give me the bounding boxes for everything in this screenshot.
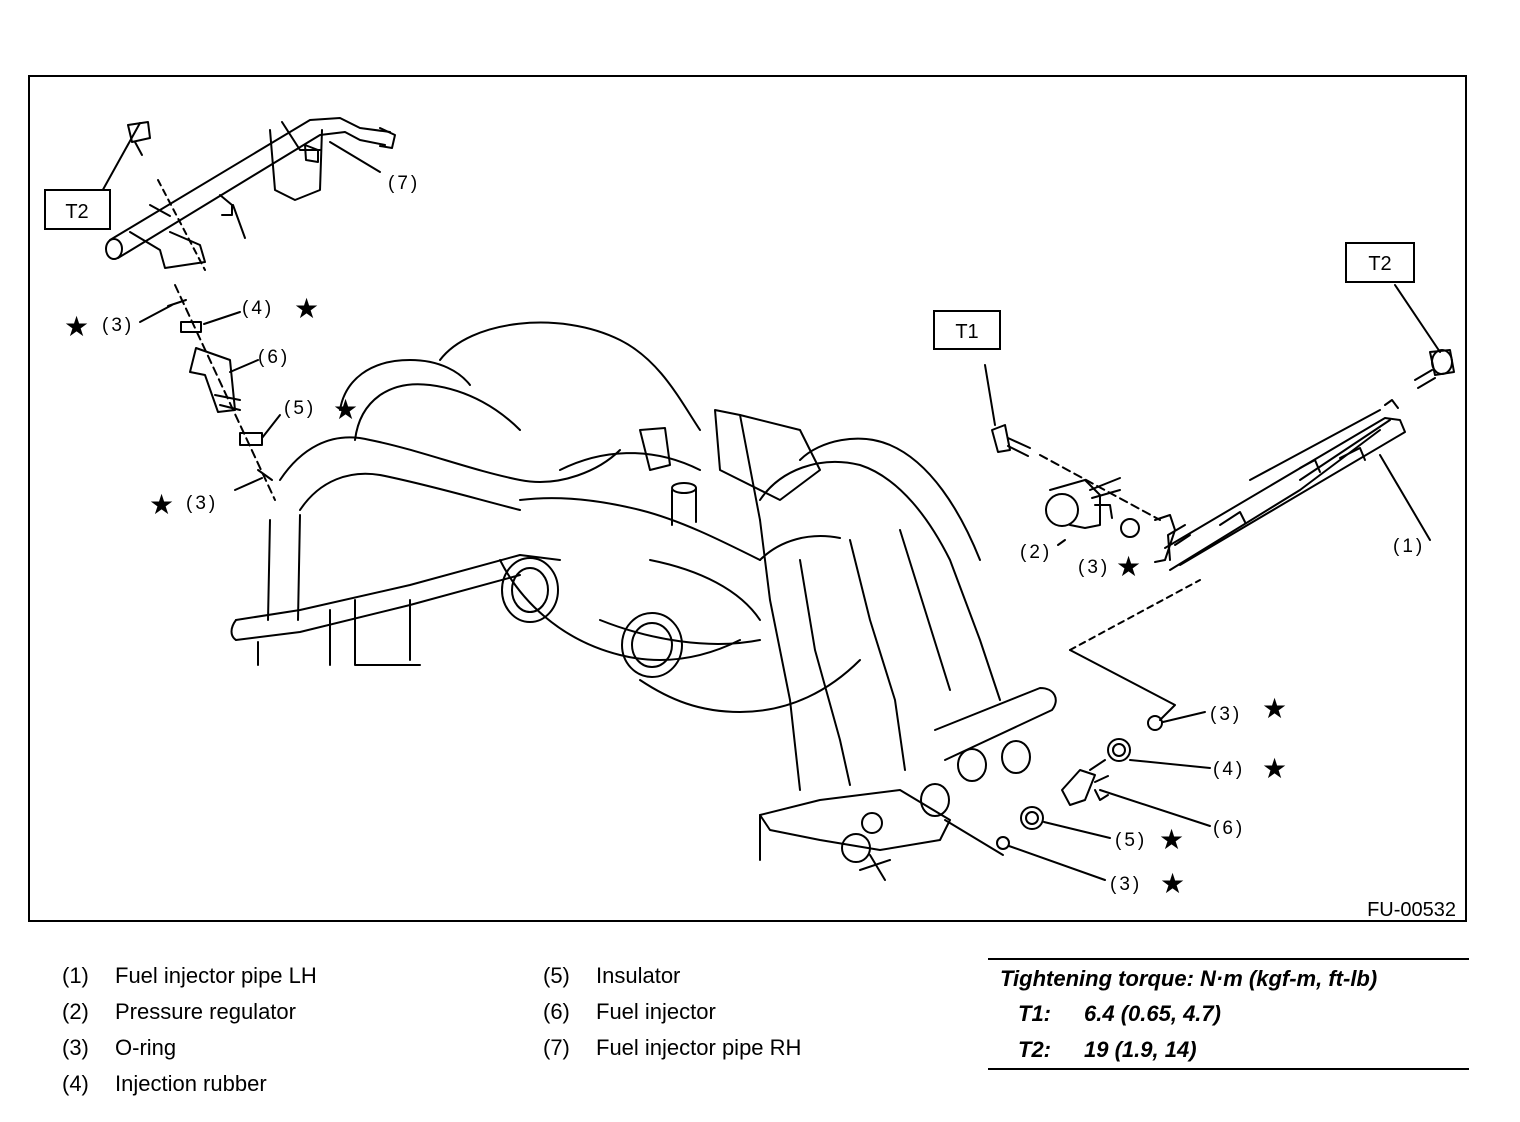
torque-box-t2-left: T2: [44, 189, 111, 230]
star-marker: ★: [1159, 823, 1184, 856]
torque-table-header: Tightening torque: N·m (kgf-m, ft-lb): [1000, 966, 1378, 991]
figure-frame: [28, 75, 1467, 922]
legend-item: (5)Insulator: [543, 963, 681, 988]
star-marker: ★: [1116, 550, 1141, 583]
callout-2-right: (2): [1020, 542, 1052, 563]
intake-manifold: [230, 321, 1057, 881]
callout-5-left: (5): [284, 398, 316, 419]
star-marker: ★: [294, 292, 319, 325]
torque-row-t1: T1:6.4 (0.65, 4.7): [1018, 1001, 1221, 1026]
legend-item: (6)Fuel injector: [543, 999, 716, 1024]
callout-3-regulator: (3): [1078, 557, 1110, 578]
svg-text:T2: T2: [65, 201, 88, 223]
svg-text:T1: T1: [955, 321, 978, 343]
callout-7-left: (7): [388, 173, 420, 194]
fuel-injector-pipe-rh: [105, 117, 396, 271]
fuel-injector-pipe-lh: [1164, 399, 1431, 571]
callout-3-left-upper: (3): [102, 315, 134, 336]
legend-item: (7)Fuel injector pipe RH: [543, 1035, 802, 1060]
torque-box-t1: T1: [933, 310, 1001, 350]
pipe-lh-bolt: [1394, 284, 1455, 389]
torque-table: Tightening torque: N·m (kgf-m, ft-lb) T1…: [988, 958, 1469, 1070]
star-marker: ★: [64, 310, 89, 343]
figure-id: FU-00532: [1367, 899, 1456, 921]
star-marker: ★: [1262, 752, 1287, 785]
torque-box-t2-right: T2: [1345, 242, 1415, 283]
star-marker: ★: [1160, 867, 1185, 900]
callout-4-right: (4): [1213, 759, 1245, 780]
legend-item: (3)O-ring: [62, 1035, 177, 1060]
callout-3-right-lower: (3): [1110, 874, 1142, 895]
svg-text:T2: T2: [1368, 253, 1391, 275]
callout-6-right: (6): [1213, 818, 1245, 839]
star-marker: ★: [333, 393, 358, 426]
legend-item: (1)Fuel injector pipe LH: [62, 963, 317, 988]
callout-1-right: (1): [1393, 536, 1425, 557]
torque-row-t2: T2:19 (1.9, 14): [1018, 1037, 1197, 1062]
legend-middle: (5)Insulator (6)Fuel injector (7)Fuel in…: [543, 958, 801, 1066]
pressure-regulator: [1039, 454, 1176, 563]
callout-4-left: (4): [242, 298, 274, 319]
legend-item: (4)Injection rubber: [62, 1071, 267, 1096]
star-marker: ★: [1262, 692, 1287, 725]
callout-3-left-lower: (3): [186, 493, 218, 514]
legend-item: (2)Pressure regulator: [62, 999, 296, 1024]
legend-left: (1)Fuel injector pipe LH (2)Pressure reg…: [62, 958, 317, 1102]
callout-5-right: (5): [1115, 830, 1147, 851]
left-injector-stack: [99, 122, 381, 501]
pressure-regulator-bolt: [984, 364, 1031, 457]
right-injector-stack: [944, 579, 1211, 881]
star-marker: ★: [149, 488, 174, 521]
callout-3-right-upper: (3): [1210, 704, 1242, 725]
callout-6-left: (6): [258, 347, 290, 368]
exploded-parts-diagram: T2 T1 T2 (7) (3) (4) (6) (5) (3) (1) (2)…: [28, 75, 1467, 922]
